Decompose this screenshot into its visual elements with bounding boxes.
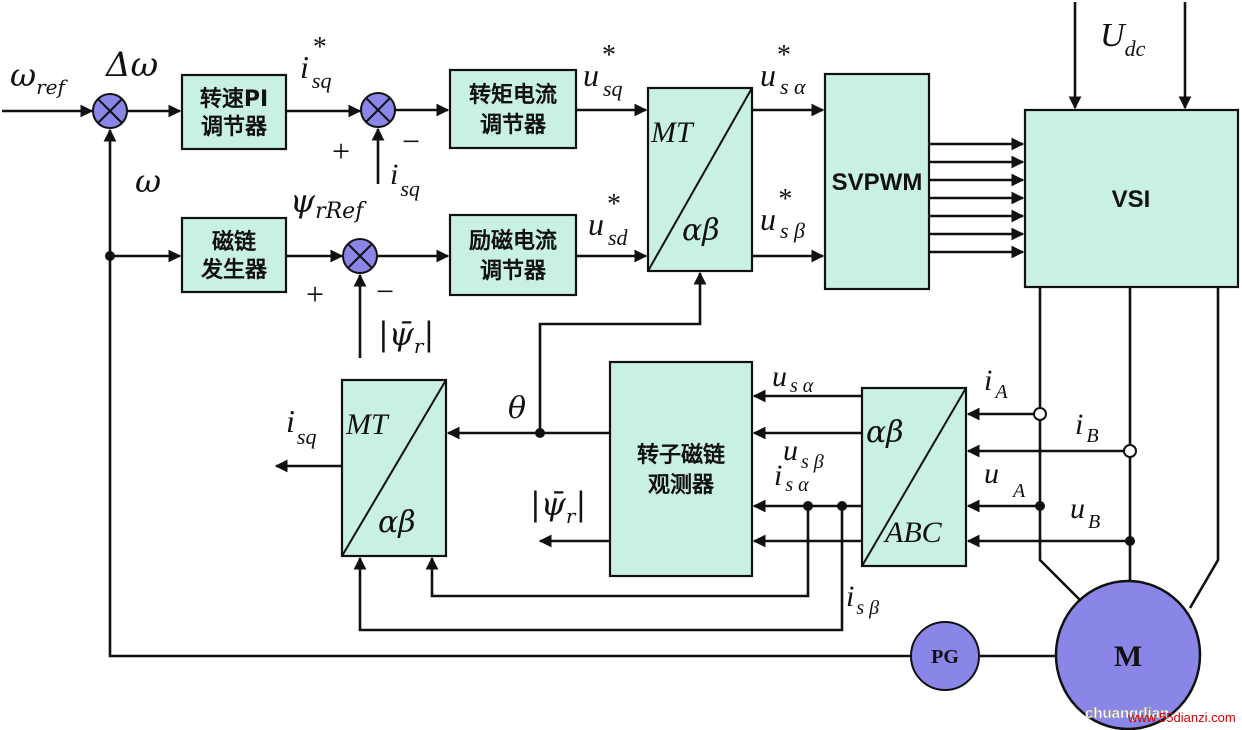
flux-generator-label-2: 发生器 bbox=[200, 257, 268, 283]
omega-ref-label: ωref bbox=[10, 56, 68, 99]
mt-alphabeta-transform-block-left: MT αβ bbox=[340, 378, 448, 558]
psi-r-abs-output-label: |ψ̄r| bbox=[530, 485, 586, 528]
signal-wires bbox=[2, 2, 1220, 658]
rotor-flux-observer-label-1: 转子磁链 bbox=[637, 442, 725, 468]
transform-right-lower-label: ABC bbox=[883, 516, 943, 549]
minus-sign-flux: − bbox=[376, 273, 394, 309]
isq-output-label: isq bbox=[286, 403, 316, 449]
svpwm-block: SVPWM bbox=[823, 72, 931, 291]
theta-label: θ bbox=[508, 391, 526, 426]
torque-current-block: 转矩电流 调节器 bbox=[448, 68, 578, 150]
transform-right-upper-label: αβ bbox=[866, 415, 904, 450]
rotor-flux-observer-block: 转子磁链 观测器 bbox=[608, 360, 754, 578]
transform-top-upper-label: MT bbox=[650, 116, 695, 149]
watermark: chuangdian www.55dianzi.com bbox=[1085, 705, 1236, 725]
rotor-flux-observer-label-2: 观测器 bbox=[648, 473, 715, 498]
svpwm-label: SVPWM bbox=[832, 169, 923, 196]
speed-pi-label-1: 转速PI bbox=[200, 86, 268, 112]
alphabeta-abc-transform-block: αβ ABC bbox=[860, 386, 968, 568]
excitation-current-label-2: 调节器 bbox=[480, 259, 547, 284]
excitation-current-block: 励磁电流 调节器 bbox=[448, 213, 578, 297]
speed-summing-junction bbox=[92, 93, 128, 129]
delta-omega-label: Δω bbox=[104, 45, 158, 85]
speed-pi-block: 转速PI 调节器 bbox=[180, 73, 288, 151]
transform-top-lower-label: αβ bbox=[682, 213, 720, 248]
transform-left-lower-label: αβ bbox=[378, 505, 416, 540]
watermark-right: www.55dianzi.com bbox=[1127, 710, 1236, 725]
motor: M bbox=[1054, 579, 1202, 730]
transform-left-upper-label: MT bbox=[345, 408, 390, 441]
plus-sign-q: + bbox=[332, 133, 350, 169]
vsi-label: VSI bbox=[1112, 186, 1151, 213]
psi-r-abs-label: |ψ̄r| bbox=[378, 315, 434, 358]
vsi-block: VSI bbox=[1023, 108, 1240, 289]
mt-to-alphabeta-transform-block: MT αβ bbox=[646, 86, 754, 273]
torque-current-label-1: 转矩电流 bbox=[469, 82, 557, 108]
pg-encoder: PG bbox=[910, 621, 980, 691]
motor-label: M bbox=[1114, 640, 1142, 673]
udc-label: Udc bbox=[1100, 17, 1146, 61]
flux-summing-junction bbox=[342, 238, 378, 274]
flux-generator-label-1: 磁链 bbox=[212, 229, 256, 255]
flux-generator-block: 磁链 发生器 bbox=[180, 216, 288, 294]
watermark-left: chuangdian bbox=[1085, 705, 1169, 722]
isq-feedback-label: isq bbox=[390, 158, 420, 201]
current-q-summing-junction bbox=[360, 92, 396, 128]
speed-pi-label-2: 调节器 bbox=[201, 115, 268, 140]
pg-label: PG bbox=[931, 646, 959, 668]
excitation-current-label-1: 励磁电流 bbox=[469, 228, 557, 254]
plus-sign-flux: + bbox=[306, 276, 324, 312]
torque-current-label-2: 调节器 bbox=[480, 113, 547, 138]
omega-label: ω bbox=[135, 162, 161, 200]
psi-ref-label: ψrRef bbox=[290, 182, 367, 224]
ua-label: uA bbox=[984, 457, 1026, 502]
minus-sign-q: − bbox=[402, 123, 420, 159]
